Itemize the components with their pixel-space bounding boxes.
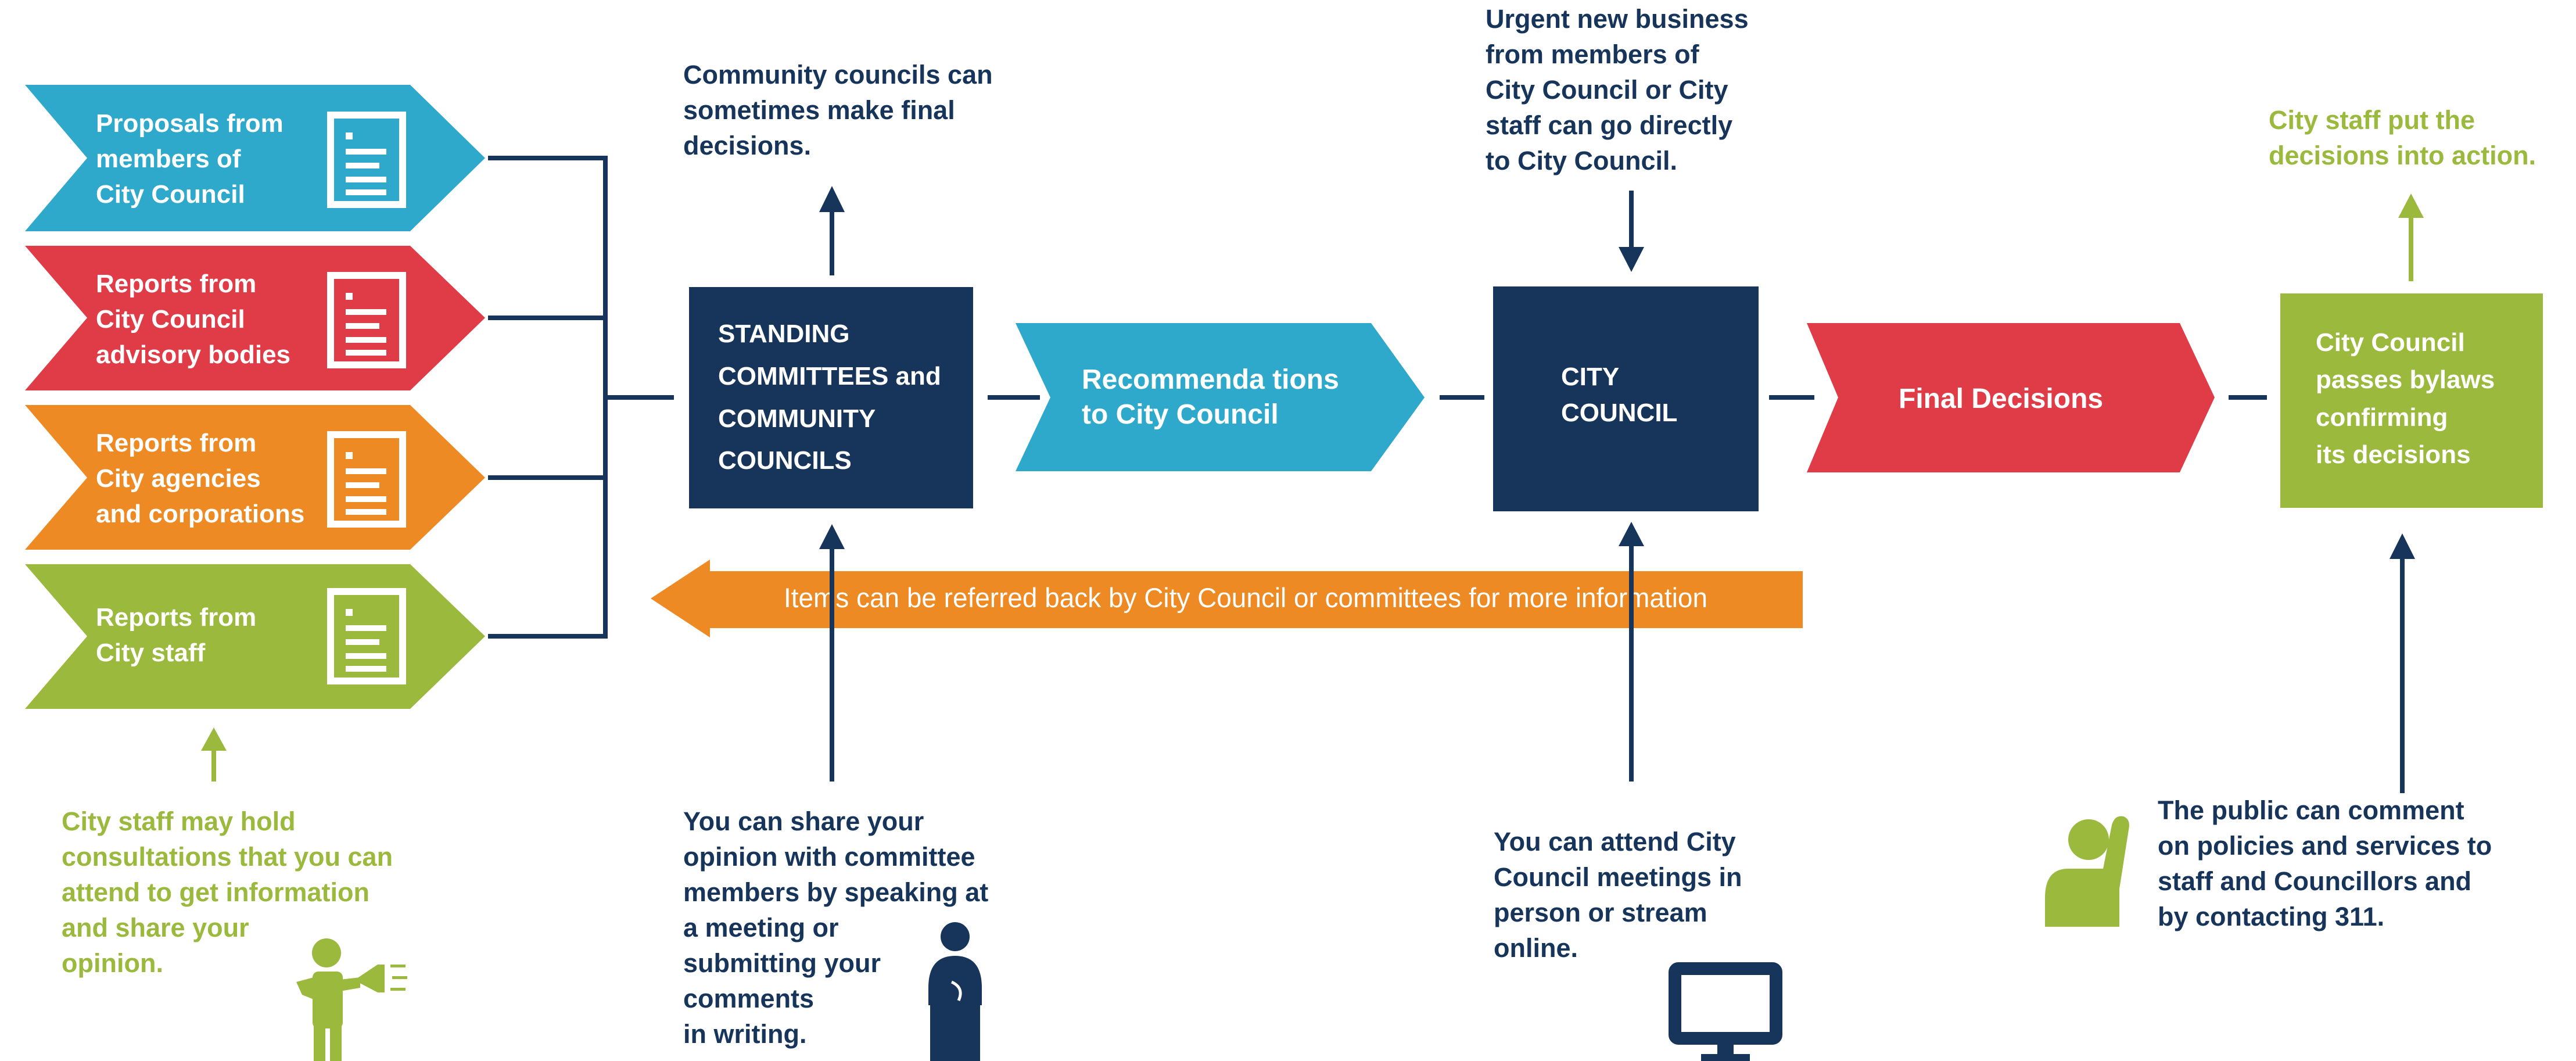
arrow-attend-up (1619, 522, 1644, 782)
monitor-icon (1669, 962, 1782, 1061)
note-staff-action: City staff put the decisions into action… (2269, 105, 2536, 170)
note-public-comment: The public can comment on policies and s… (2158, 795, 2492, 931)
arrow-share-opinion-up (819, 524, 845, 782)
arrow-community-councils-up (819, 186, 845, 275)
recommendations-chevron: Recommenda tions to City Council (1016, 323, 1425, 471)
referral-label: Items can be referred back by City Counc… (784, 582, 1707, 613)
city-council-label: CITY COUNCIL (1561, 363, 1677, 427)
bylaws-box: City Council passes bylaws confirming it… (2280, 293, 2543, 508)
input-chevron-proposals: Proposals from members of City Council (25, 85, 485, 231)
note-consultations: City staff may hold consultations that y… (62, 806, 393, 978)
input-label-proposals: Proposals from members of City Council (96, 109, 290, 209)
arrow-urgent-down (1619, 191, 1644, 272)
standing-committees-box: STANDING COMMITTEES and COMMUNITY COUNCI… (689, 287, 973, 508)
standing-committees-label: STANDING COMMITTEES and COMMUNITY COUNCI… (718, 320, 948, 475)
referral-arrow: Items can be referred back by City Counc… (651, 560, 1803, 637)
arrow-staff-action-up (2398, 193, 2424, 281)
city-council-box: CITY COUNCIL (1493, 286, 1759, 511)
input-chevron-agencies: Reports from City agencies and corporati… (25, 405, 485, 550)
note-share-opinion: You can share your opinion with committe… (683, 806, 989, 1049)
final-decisions-chevron: Final Decisions (1807, 323, 2215, 472)
note-urgent-business: Urgent new business from members of City… (1486, 4, 1749, 175)
input-chevron-advisory-bodies: Reports from City Council advisory bodie… (25, 246, 485, 390)
note-attend-meetings: You can attend City Council meetings in … (1494, 827, 1742, 963)
input-label-agencies: Reports from City agencies and corporati… (96, 429, 304, 528)
speaker-at-podium-icon (928, 922, 982, 1061)
final-decisions-label: Final Decisions (1899, 383, 2103, 414)
recommendations-label: Recommenda tions to City Council (1082, 364, 1347, 430)
raised-hand-person-icon (2045, 816, 2129, 927)
input-connector-bracket (488, 156, 674, 639)
note-community-councils: Community councils can sometimes make fi… (683, 60, 993, 160)
megaphone-person-icon (296, 938, 407, 1061)
bylaws-label: City Council passes bylaws confirming it… (2316, 328, 2502, 469)
input-label-city-staff: Reports from City staff (96, 603, 263, 667)
input-chevron-city-staff: Reports from City staff (25, 564, 485, 709)
arrow-consultations-up (201, 727, 227, 782)
arrow-public-comment-up (2390, 533, 2415, 793)
input-label-advisory-bodies: Reports from City Council advisory bodie… (96, 270, 290, 369)
